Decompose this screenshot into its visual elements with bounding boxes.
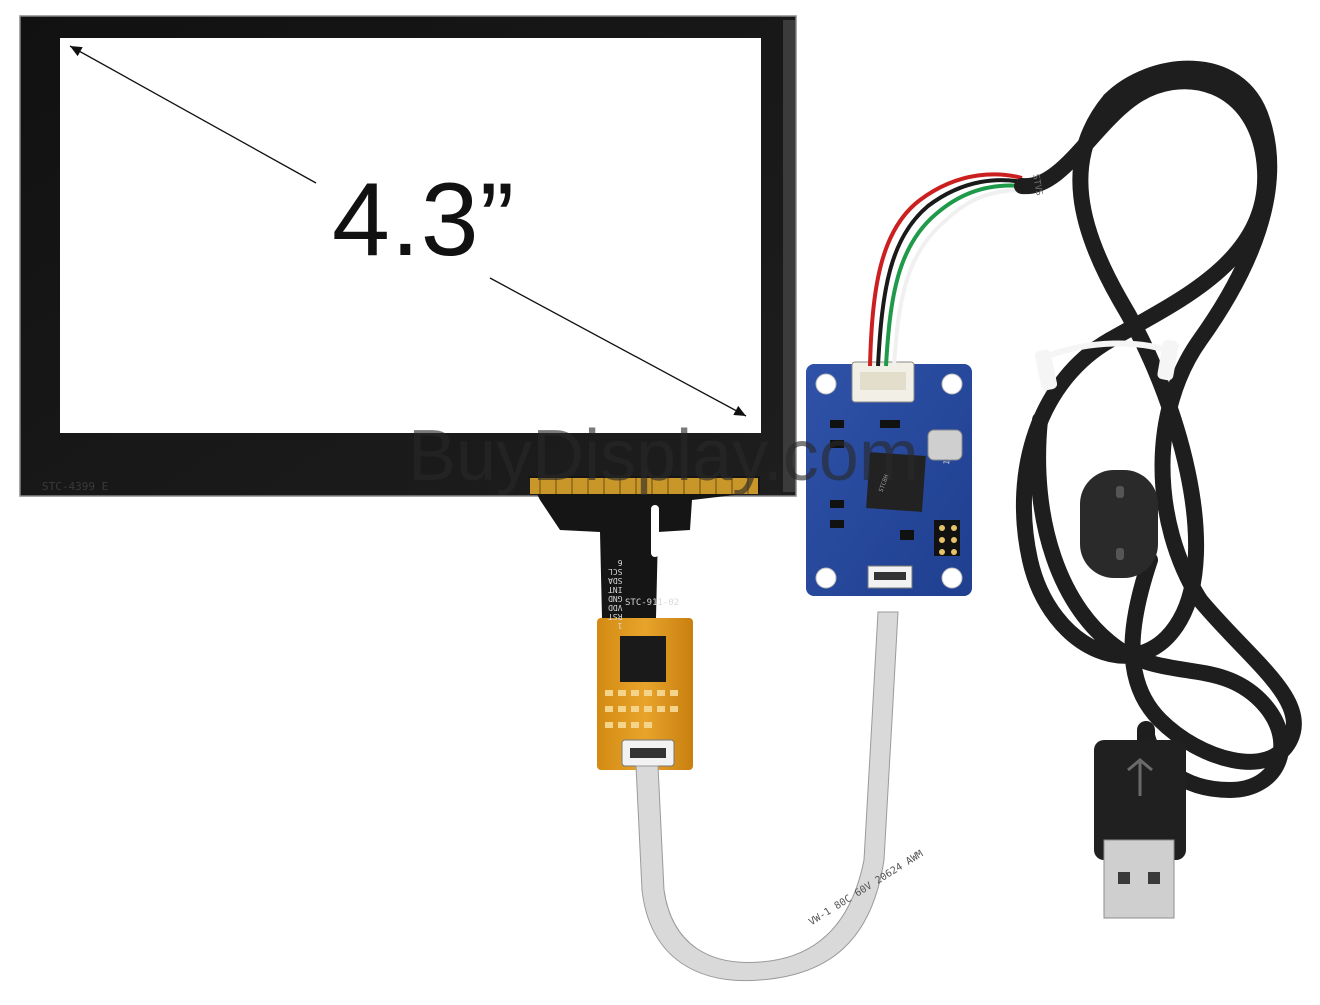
diagonal-arrow-down — [489, 277, 747, 417]
flex-cable — [528, 476, 760, 618]
cable-tie — [1034, 349, 1058, 391]
watermark-logo: BuyDisplay.com — [408, 416, 919, 496]
panel-part-number: STC-4399 E — [42, 480, 109, 493]
controller-fpc — [597, 618, 693, 770]
usb-a-plug — [1094, 740, 1186, 919]
ribbon-cable — [635, 611, 899, 982]
fpc-part-number: STC-911-02 — [625, 598, 680, 608]
ferrite-bead — [1080, 470, 1158, 578]
usb-cable — [1014, 60, 1302, 799]
fpc-pin-labels: 1 RST VDD GND INT SDA SCL 6 — [608, 558, 623, 630]
diagonal-arrow-up — [69, 45, 317, 184]
usb-controller-board — [806, 361, 972, 596]
touch-panel — [19, 15, 797, 497]
screen-size-label: 4.3” — [332, 162, 516, 278]
usb-wires — [868, 172, 1023, 367]
